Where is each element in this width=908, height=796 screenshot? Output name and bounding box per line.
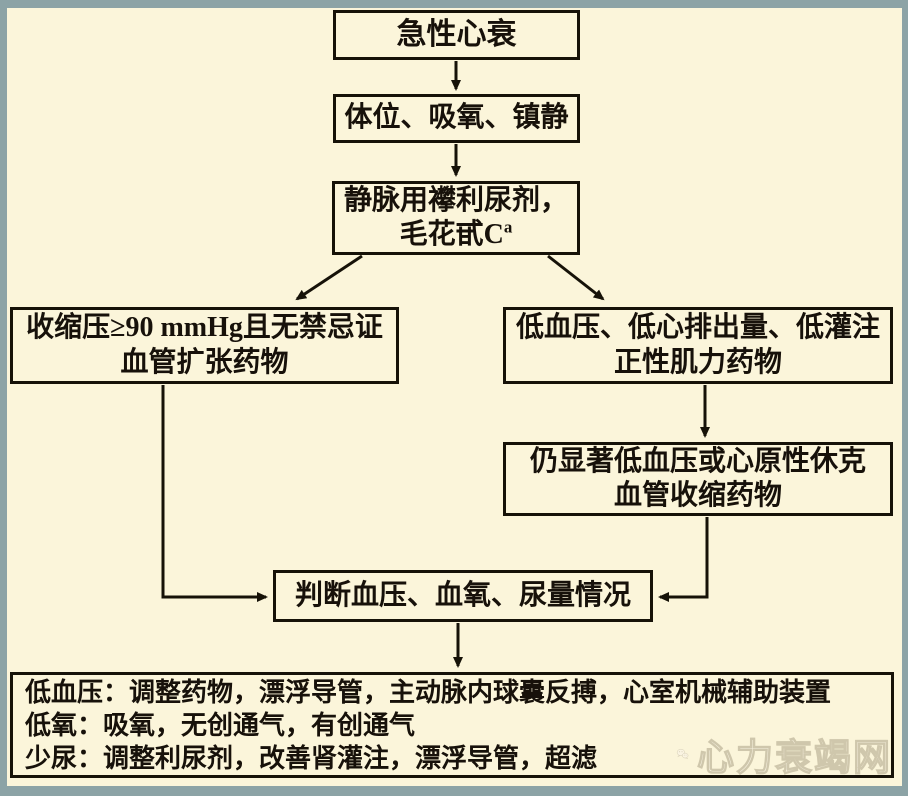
node-label: 血管收缩药物	[613, 480, 782, 511]
frame-border-top	[0, 0, 908, 8]
flow-node-management-options: 低血压：调整药物，漂浮导管，主动脉内球囊反搏，心室机械辅助装置 低氧：吸氧，无创…	[10, 672, 894, 778]
flow-node-acute-heart-failure: 急性心衰	[333, 10, 580, 60]
flow-node-vasodilator: 收缩压≥90 mmHg且无禁忌证 血管扩张药物	[10, 307, 399, 384]
flow-node-iv-loop-diuretic: 静脉用襻利尿剂， 毛花甙Ca	[332, 181, 580, 255]
arrow-diuretic-to-vasodilator	[295, 254, 363, 301]
node-label: 血管扩张药物	[120, 346, 289, 378]
node-label: 急性心衰	[396, 17, 517, 51]
arrow-vasodilator-to-assess	[161, 385, 268, 602]
node-label: 收缩压≥90 mmHg且无禁忌证	[26, 312, 383, 344]
frame-border-right	[902, 0, 908, 796]
node-label: 少尿：调整利尿剂，改善肾灌注，漂浮导管，超滤	[25, 743, 598, 773]
flow-node-assess-status: 判断血压、血氧、尿量情况	[273, 570, 653, 622]
flow-node-positive-inotrope: 低血压、低心排出量、低灌注 正性肌力药物	[503, 307, 893, 384]
node-label: 判断血压、血氧、尿量情况	[294, 579, 631, 611]
wechat-icon	[676, 748, 689, 760]
flow-node-vasoconstrictor: 仍显著低血压或心原性休克 血管收缩药物	[503, 442, 893, 516]
arrow-vasoconstrictor-to-assess	[658, 517, 709, 602]
node-label: 低氧：吸氧，无创通气，有创通气	[25, 710, 416, 740]
node-label: 仍显著低血压或心原性休克	[529, 445, 866, 477]
frame-border-left	[0, 0, 7, 796]
watermark-text: 心力衰竭网	[696, 737, 892, 779]
node-label: 毛花甙Ca	[400, 218, 513, 252]
flow-node-initial-care: 体位、吸氧、镇静	[333, 94, 580, 143]
node-label: 低血压、低心排出量、低灌注	[515, 312, 880, 344]
node-label: 静脉用襻利尿剂，	[343, 184, 568, 216]
watermark: 心力衰竭网	[676, 726, 892, 782]
node-label: 体位、吸氧、镇静	[344, 102, 569, 134]
frame-border-bottom	[0, 786, 908, 796]
node-label: 低血压：调整药物，漂浮导管，主动脉内球囊反搏，心室机械辅助装置	[25, 677, 832, 707]
arrow-diuretic-to-inotrope	[547, 254, 605, 301]
footnote-superscript: a	[503, 217, 513, 237]
drug-name: 毛花甙C	[399, 219, 504, 250]
node-label: 正性肌力药物	[613, 346, 782, 378]
